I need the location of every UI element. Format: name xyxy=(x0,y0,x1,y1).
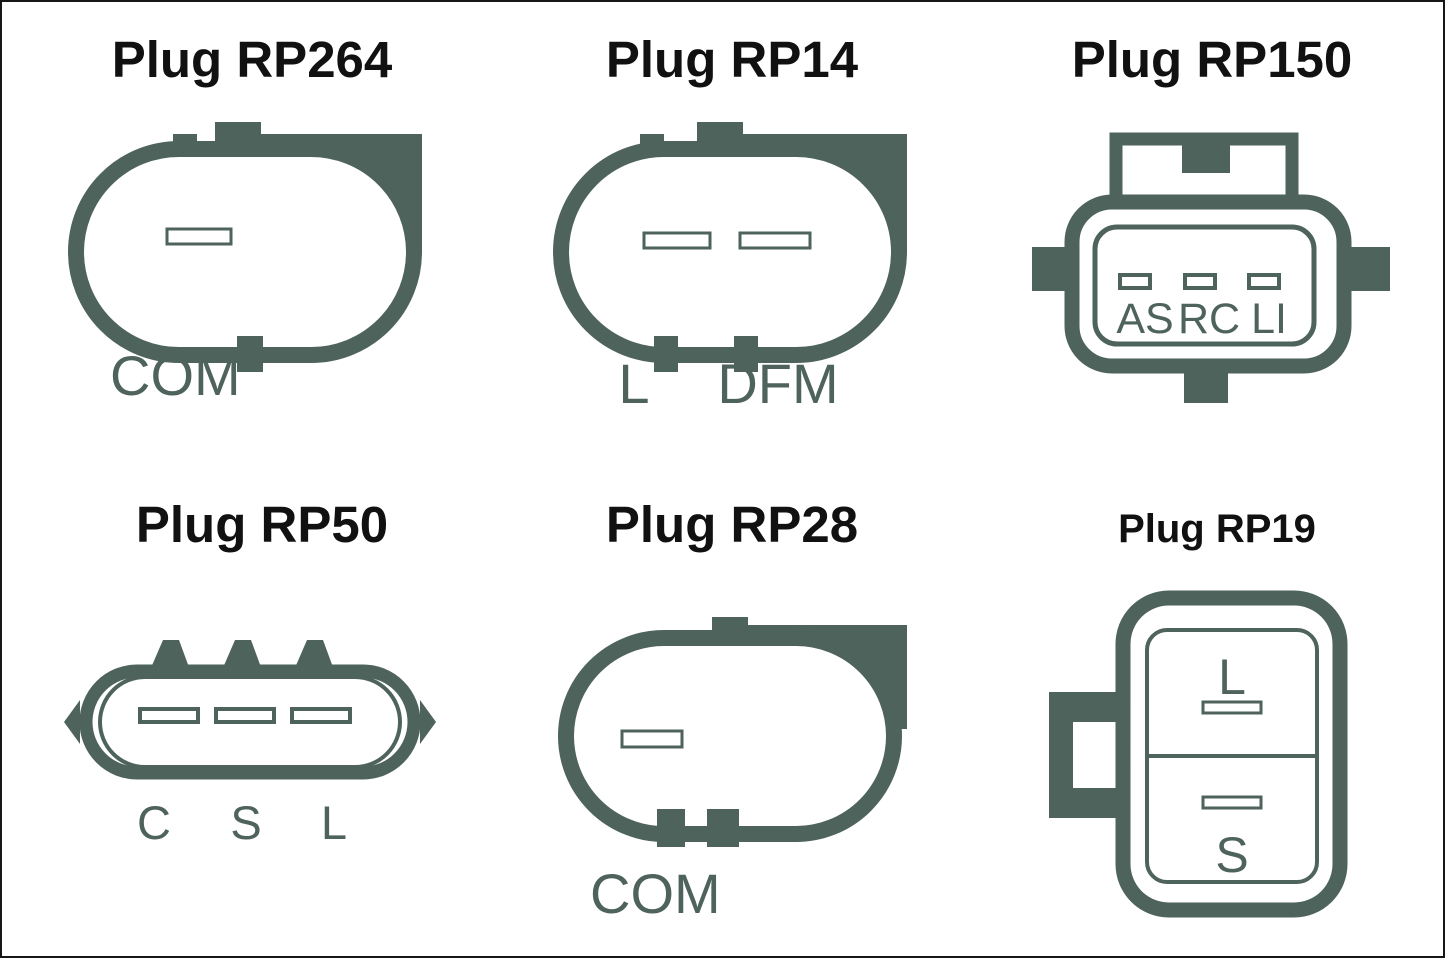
rp50-top-bump-3 xyxy=(294,640,334,670)
plug-rp150-title: Plug RP150 xyxy=(1071,31,1353,88)
rp50-pin-slot-2 xyxy=(214,707,276,724)
plug-rp50-title: Plug RP50 xyxy=(135,496,389,553)
plug-rp19-figure: Plug RP19 L S xyxy=(1002,487,1432,956)
plug-rp28-connector-diagram: COM xyxy=(558,617,907,925)
rp19-side-bracket xyxy=(1049,692,1121,818)
plug-rp14-figure: Plug RP14 L DFM xyxy=(522,22,942,472)
rp264-pin-label: COM xyxy=(110,344,241,407)
rp264-shell xyxy=(68,141,422,363)
plug-rp264-title: Plug RP264 xyxy=(111,31,393,88)
rp150-pin-label-li: LI xyxy=(1251,295,1287,343)
rp19-pin-slot-s xyxy=(1201,795,1263,810)
rp150-pin-label-as: AS xyxy=(1116,295,1173,343)
rp150-top-notch xyxy=(1182,133,1230,173)
rp150-right-wing xyxy=(1346,247,1390,291)
plug-rp19-connector-diagram: L S xyxy=(1049,590,1348,918)
rp14-pin-label-dfm: DFM xyxy=(717,352,838,415)
rp28-pin-label: COM xyxy=(590,862,721,925)
rp50-pin-label-c: C xyxy=(137,796,171,849)
rp28-bottom-tab-2 xyxy=(707,809,739,847)
plug-rp264-figure: Plug RP264 COM xyxy=(42,22,462,472)
rp150-pin-slot-1 xyxy=(1118,273,1152,290)
rp150-pin-label-rc: RC xyxy=(1178,295,1240,343)
rp50-top-bump-2 xyxy=(222,640,262,670)
rp28-shell xyxy=(558,630,902,842)
rp14-pin-slot-1 xyxy=(642,231,712,250)
plug-rp150-connector-diagram: AS RC LI xyxy=(1032,132,1390,403)
rp28-bottom-tab-1 xyxy=(657,809,685,847)
plug-rp264-connector-diagram: COM xyxy=(68,122,422,407)
plug-rp50-connector-diagram: C S L xyxy=(64,640,436,849)
plug-rp19-title: Plug RP19 xyxy=(1118,507,1316,551)
plug-rp150-figure: Plug RP150 AS RC LI xyxy=(1002,22,1422,472)
rp14-pin-label-l: L xyxy=(618,352,649,415)
plug-rp28-title: Plug RP28 xyxy=(605,496,859,553)
rp14-bottom-tab-1 xyxy=(654,336,678,372)
rp28-pin-slot xyxy=(620,729,684,749)
rp50-pin-slot-3 xyxy=(290,707,352,724)
plug-rp28-figure: Plug RP28 COM xyxy=(522,487,942,956)
rp150-pin-slot-3 xyxy=(1247,273,1281,290)
rp150-pin-slot-2 xyxy=(1183,273,1217,290)
rp264-bottom-tab xyxy=(237,336,263,372)
rp50-top-bump-1 xyxy=(150,640,190,670)
rp14-pin-slot-2 xyxy=(738,231,812,250)
plug-rp14-connector-diagram: L DFM xyxy=(553,122,907,415)
rp50-pin-label-s: S xyxy=(230,796,261,849)
plug-rp14-title: Plug RP14 xyxy=(605,31,859,88)
rp50-right-point xyxy=(420,700,436,744)
rp19-pin-label-s: S xyxy=(1215,827,1248,883)
plug-rp50-figure: Plug RP50 C S L xyxy=(42,487,482,947)
rp50-pin-slot-1 xyxy=(138,707,200,724)
rp19-pin-slot-l xyxy=(1201,700,1263,715)
rp50-pin-label-l: L xyxy=(321,796,347,849)
rp19-pin-label-l: L xyxy=(1218,649,1246,705)
rp14-bottom-tab-2 xyxy=(734,336,758,372)
rp14-shell xyxy=(553,141,907,363)
rp264-pin-slot xyxy=(165,227,233,246)
rp50-inner-housing xyxy=(98,675,402,769)
rp50-left-point xyxy=(64,700,80,744)
rp150-inner-housing xyxy=(1092,224,1317,347)
